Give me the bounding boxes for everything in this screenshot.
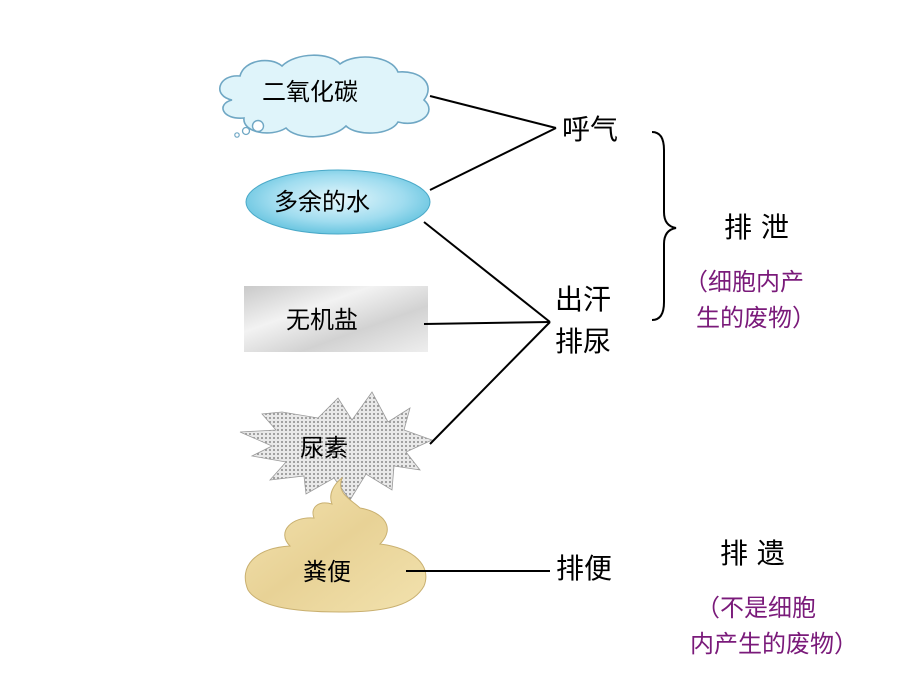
line-water-sweat [423, 221, 551, 323]
category-excretion-note-1: （细胞内产 [684, 268, 804, 296]
salt-rectangle [244, 286, 428, 352]
connector-lines [406, 95, 557, 572]
category-egestion-title: 排 遗 [720, 537, 785, 570]
urea-burst [239, 391, 434, 501]
category-excretion-note-2: 生的废物） [696, 304, 816, 332]
source-urea-label: 尿素 [300, 434, 348, 462]
cloud-shape [219, 54, 430, 138]
source-salt-label: 无机盐 [286, 306, 358, 334]
category-excretion-title: 排 泄 [724, 211, 789, 244]
water-ellipse [245, 169, 431, 235]
line-water-breath [429, 127, 557, 191]
line-urea-sweat [429, 321, 551, 445]
source-co2-label: 二氧化碳 [262, 78, 358, 106]
source-feces-label: 粪便 [303, 558, 351, 586]
route-urine-label: 排尿 [555, 325, 612, 358]
feces-shape [244, 476, 427, 613]
right-brace [651, 131, 677, 321]
route-breath-label: 呼气 [562, 113, 619, 146]
category-egestion-note-2: 内产生的废物） [690, 630, 858, 658]
route-defecate-label: 排便 [556, 552, 613, 585]
category-egestion-note-1: （不是细胞 [696, 594, 816, 622]
line-co2-breath [429, 95, 557, 129]
line-salt-sweat [423, 321, 551, 325]
source-water-label: 多余的水 [274, 188, 370, 216]
route-sweat-label: 出汗 [555, 283, 612, 316]
